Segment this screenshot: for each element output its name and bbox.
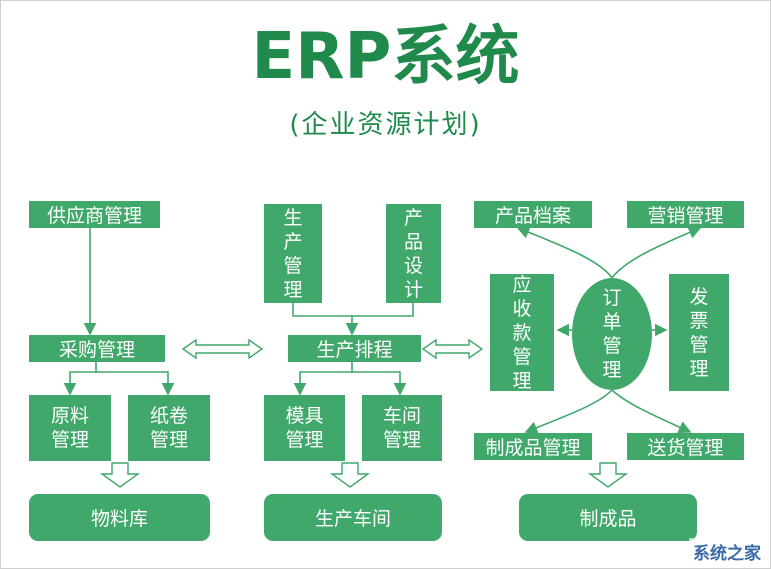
production-workshop-box: 生产车间 xyxy=(264,494,442,541)
production-label-2: 产 xyxy=(283,230,303,253)
invoice-label-2: 票 xyxy=(689,309,709,332)
paper-roll-label-2: 管理 xyxy=(149,429,188,451)
diagram-subtitle: (企业资源计划) xyxy=(289,110,482,140)
raw-material-label-2: 管理 xyxy=(50,429,89,451)
receivable-label-5: 理 xyxy=(512,369,532,392)
order-label-1: 订 xyxy=(602,287,622,309)
raw-material-management-box: 原料 管理 xyxy=(29,395,111,461)
supplier-management-box: 供应商管理 xyxy=(29,201,160,228)
production-label-4: 理 xyxy=(283,278,303,301)
product-archive-box: 产品档案 xyxy=(474,201,592,228)
mold-management-box: 模具 管理 xyxy=(264,395,345,461)
design-label-1: 产 xyxy=(403,206,423,229)
finished-goods-management-box: 制成品管理 xyxy=(474,433,592,460)
finished-goods-box: 制成品 xyxy=(519,494,697,541)
delivery-management-box: 送货管理 xyxy=(627,433,744,460)
invoice-management-box: 发 票 管 理 xyxy=(669,274,729,391)
workshop-management-box: 车间 管理 xyxy=(362,395,442,461)
receivables-management-box: 应 收 款 管 理 xyxy=(490,273,554,392)
design-label-4: 计 xyxy=(403,278,423,301)
mold-label-1: 模具 xyxy=(285,405,324,427)
production-label-1: 生 xyxy=(283,206,303,229)
production-management-box: 生 产 管 理 xyxy=(264,204,322,303)
production-scheduling-box: 生产排程 xyxy=(288,335,421,362)
receivable-label-3: 款 xyxy=(512,321,532,344)
product-design-box: 产 品 设 计 xyxy=(386,204,441,303)
invoice-label-4: 理 xyxy=(689,357,709,380)
order-label-2: 单 xyxy=(602,311,622,333)
order-label-4: 理 xyxy=(602,359,622,381)
watermark-logo: 系统之家 xyxy=(689,538,765,565)
workshop-label-1: 车间 xyxy=(382,405,421,427)
raw-material-label-1: 原料 xyxy=(50,405,89,427)
workshop-label-2: 管理 xyxy=(382,429,421,451)
design-label-2: 品 xyxy=(403,230,423,253)
invoice-label-3: 管 xyxy=(689,333,709,356)
receivable-label-1: 应 xyxy=(512,273,532,296)
receivable-label-4: 管 xyxy=(512,345,532,368)
production-label-3: 管 xyxy=(283,254,303,277)
mold-label-2: 管理 xyxy=(285,429,324,451)
invoice-label-1: 发 xyxy=(689,285,709,308)
order-label-3: 管 xyxy=(602,335,622,357)
marketing-management-box: 营销管理 xyxy=(627,201,744,228)
receivable-label-2: 收 xyxy=(512,297,532,320)
design-label-3: 设 xyxy=(403,254,423,277)
purchase-management-box: 采购管理 xyxy=(29,335,165,362)
paper-roll-management-box: 纸卷 管理 xyxy=(128,395,210,461)
paper-roll-label-1: 纸卷 xyxy=(149,405,188,427)
order-management-ellipse: 订 单 管 理 xyxy=(572,278,652,390)
material-warehouse-box: 物料库 xyxy=(29,494,210,541)
diagram-title: ERP系统 xyxy=(251,20,520,94)
